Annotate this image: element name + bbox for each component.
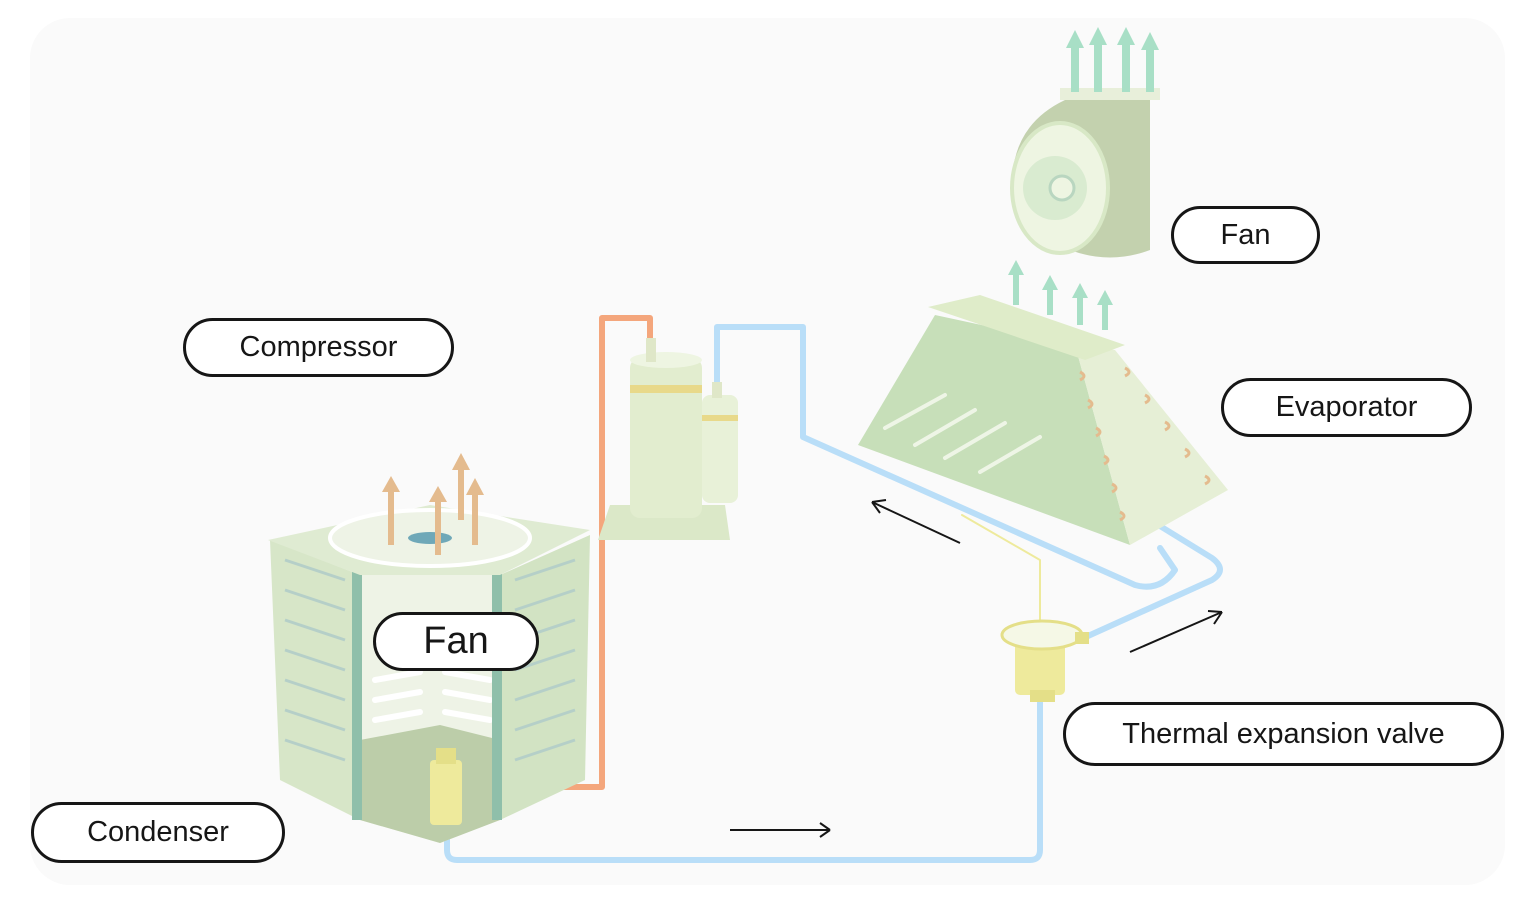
hot-air-arrow (382, 476, 400, 545)
cold-air-arrow (1097, 290, 1113, 330)
cold-pipe-suction (714, 324, 1178, 590)
compressor-unit (598, 338, 738, 540)
flow-arrow (730, 822, 831, 838)
expansion-valve (1000, 619, 1089, 702)
evaporator-unit (858, 260, 1228, 545)
hot-air-arrow (452, 453, 470, 520)
cold-air-arrow (1141, 32, 1159, 92)
valve-sensing-line (961, 514, 1041, 626)
flow-arrow (871, 499, 961, 544)
cold-air-arrow (1072, 283, 1088, 325)
hot-air-arrow (466, 478, 484, 545)
blower-fan (1010, 27, 1160, 258)
cold-pipe-liquid (444, 697, 1043, 863)
label-condenser: Condenser (31, 802, 285, 863)
label-thermal-expansion-valve: Thermal expansion valve (1063, 702, 1504, 766)
cold-air-arrow (1117, 27, 1135, 92)
cold-air-arrow (1066, 30, 1084, 92)
label-compressor: Compressor (183, 318, 454, 377)
cold-air-arrow (1089, 27, 1107, 92)
hot-air-arrow (429, 486, 447, 555)
label-fan-blower: Fan (1171, 206, 1320, 264)
cold-air-arrow (1008, 260, 1024, 305)
cold-air-arrow (1042, 275, 1058, 315)
label-fan-condenser: Fan (373, 612, 539, 671)
cold-pipe-evap-out (1085, 523, 1223, 639)
flow-arrow (1129, 610, 1223, 653)
label-evaporator: Evaporator (1221, 378, 1472, 437)
